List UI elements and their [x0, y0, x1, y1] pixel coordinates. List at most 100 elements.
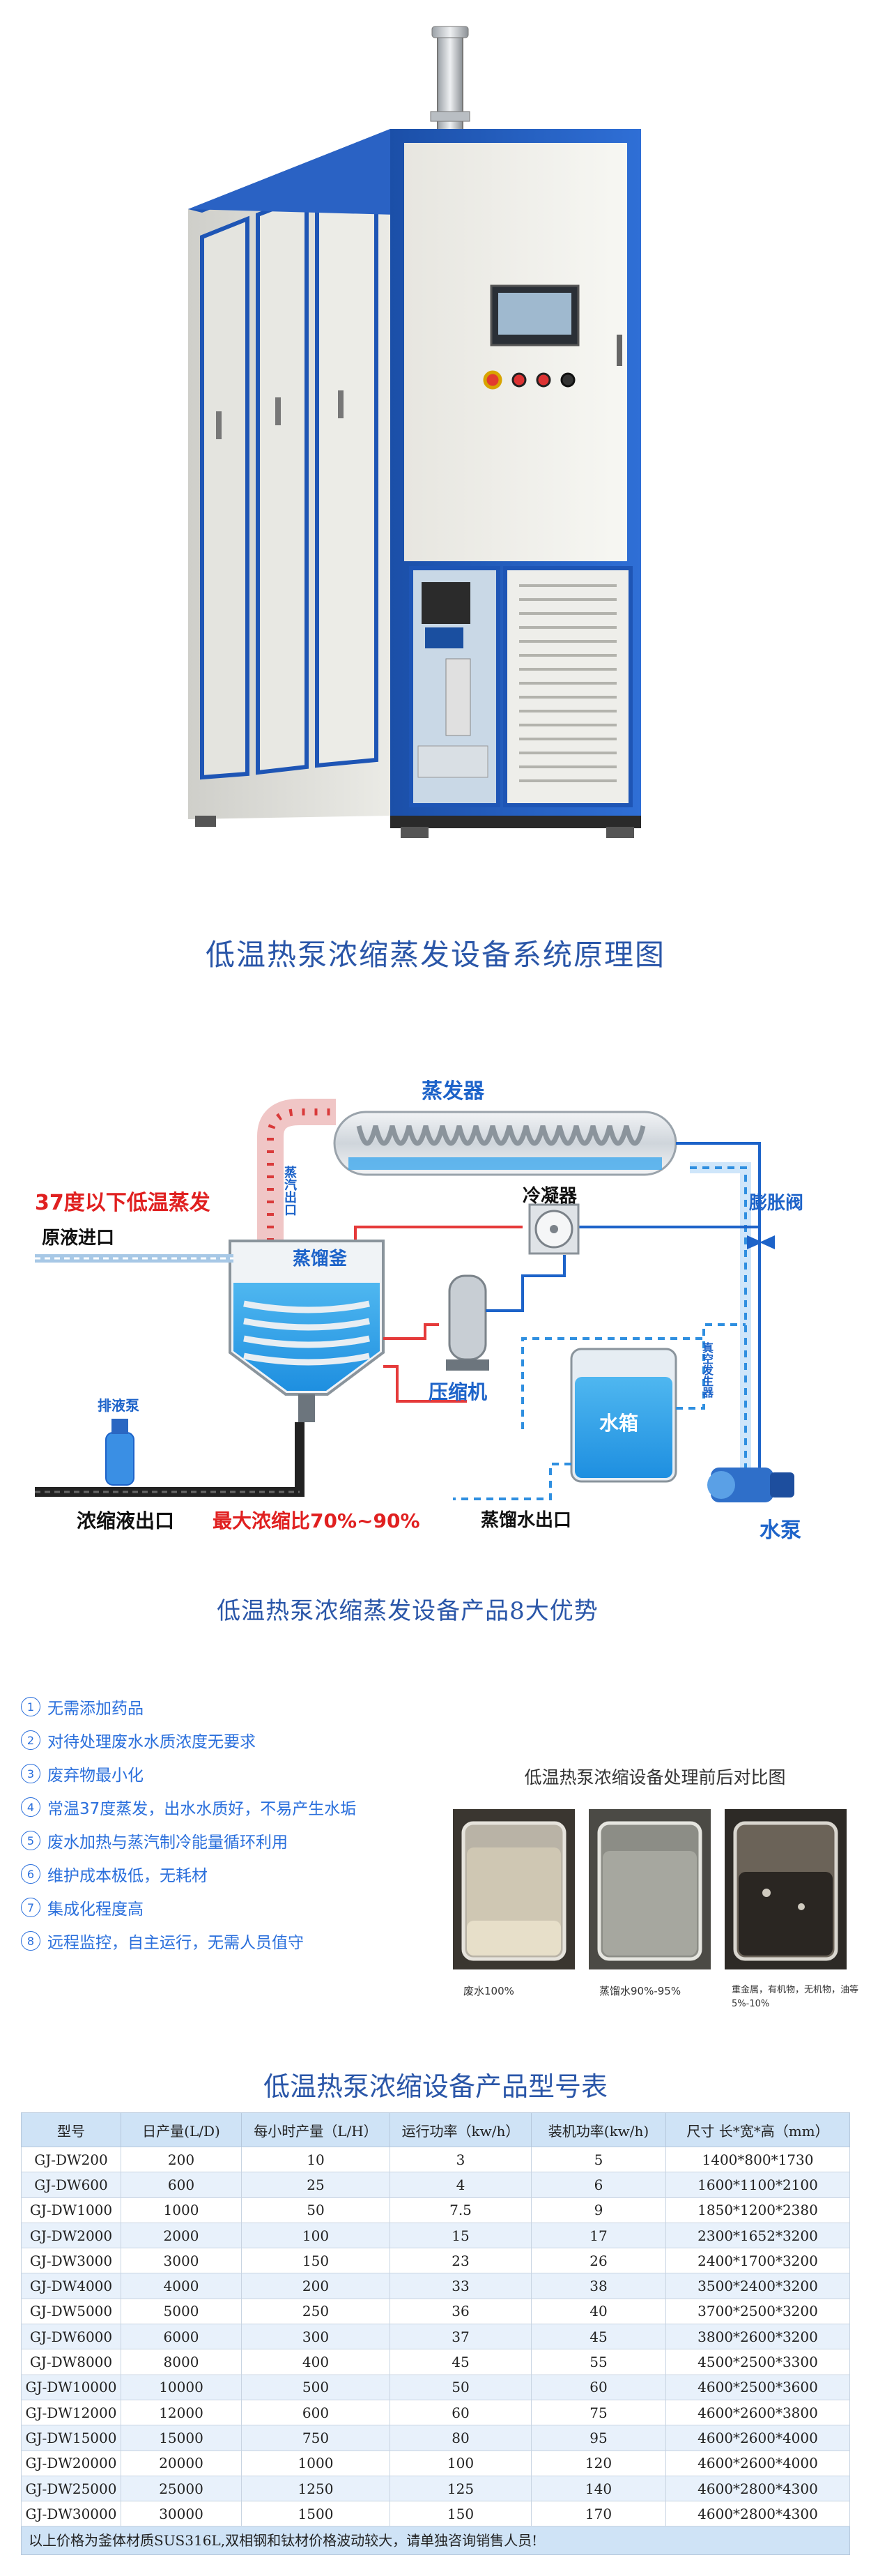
cell-hourly-output: 750: [241, 2425, 390, 2451]
label-kettle: 蒸馏釜: [293, 1249, 348, 1270]
cell-hourly-output: 1250: [241, 2475, 390, 2502]
cell-daily-output: 1000: [121, 2197, 242, 2223]
table-header-row: 型号 日产量(L/D) 每小时产量（L/H） 运行功率（kw/h） 装机功率(k…: [21, 2112, 850, 2147]
cell-daily-output: 600: [121, 2172, 242, 2198]
item-number: 7: [21, 1898, 40, 1917]
cell-running-power: 45: [390, 2349, 532, 2375]
cell-daily-output: 2000: [121, 2222, 242, 2249]
table-title: 低温热泵浓缩设备产品型号表: [263, 2071, 608, 2102]
cell-model: GJ-DW30000: [21, 2501, 121, 2527]
cell-hourly-output: 1500: [241, 2501, 390, 2527]
cell-running-power: 4: [390, 2172, 532, 2198]
cell-daily-output: 3000: [121, 2248, 242, 2274]
cell-dimensions: 4600*2800*4300: [665, 2501, 850, 2527]
cell-running-power: 33: [390, 2273, 532, 2299]
label-water-pump: 水泵: [760, 1518, 801, 1543]
header-dimensions: 尺寸 长*宽*高（mm）: [665, 2112, 850, 2147]
cell-hourly-output: 150: [241, 2248, 390, 2274]
item-text: 废弃物最小化: [47, 1767, 144, 1785]
cell-daily-output: 12000: [121, 2399, 242, 2426]
jar-residue-image: [725, 1809, 847, 1969]
cell-installed-power: 75: [531, 2399, 666, 2426]
cell-dimensions: 4600*2600*4000: [665, 2450, 850, 2476]
jar-distilled-image: [589, 1809, 711, 1969]
item-text: 废水加热与蒸汽制冷能量循环利用: [47, 1834, 288, 1852]
caption-distilled: 蒸馏水90%-95%: [599, 1985, 681, 1997]
cell-model: GJ-DW600: [21, 2172, 121, 2198]
cell-dimensions: 1400*800*1730: [665, 2146, 850, 2173]
diagram-graphics: [35, 1099, 794, 1502]
cell-running-power: 150: [390, 2501, 532, 2527]
item-number: 8: [21, 1931, 40, 1951]
system-diagram: 蒸发器 蒸汽出口 37度以下低温蒸发 膨胀阀 冷凝器 原液进口 蒸馏釜 排液泵 …: [35, 1046, 836, 1562]
cell-model: GJ-DW25000: [21, 2475, 121, 2502]
cell-installed-power: 38: [531, 2273, 666, 2299]
cell-hourly-output: 200: [241, 2273, 390, 2299]
cell-dimensions: 2300*1652*3200: [665, 2222, 850, 2249]
cell-running-power: 36: [390, 2298, 532, 2325]
header-model: 型号: [21, 2112, 121, 2147]
cell-dimensions: 2400*1700*3200: [665, 2248, 850, 2274]
label-low-temp: 37度以下低温蒸发: [35, 1191, 210, 1215]
cell-daily-output: 8000: [121, 2349, 242, 2375]
cell-running-power: 100: [390, 2450, 532, 2476]
cell-running-power: 60: [390, 2399, 532, 2426]
cell-dimensions: 4500*2500*3300: [665, 2349, 850, 2375]
cell-dimensions: 1600*1100*2100: [665, 2172, 850, 2198]
item-text: 对待处理废水水质浓度无要求: [47, 1733, 256, 1751]
cell-installed-power: 95: [531, 2425, 666, 2451]
cell-dimensions: 3700*2500*3200: [665, 2298, 850, 2325]
label-drain-pump: 排液泵: [98, 1397, 139, 1414]
cell-model: GJ-DW20000: [21, 2450, 121, 2476]
label-condenser: 冷凝器: [523, 1186, 578, 1207]
cell-model: GJ-DW4000: [21, 2273, 121, 2299]
label-concentrate-out: 浓缩液出口: [77, 1509, 175, 1532]
product-machine-illustration: [188, 26, 641, 838]
label-concentration-ratio: 最大浓缩比70%~90%: [213, 1509, 420, 1532]
comparison-title: 低温热泵浓缩设备处理前后对比图: [524, 1767, 786, 1788]
cell-dimensions: 1850*1200*2380: [665, 2197, 850, 2223]
header-installed-power: 装机功率(kw/h): [531, 2112, 666, 2147]
cell-model: GJ-DW10000: [21, 2374, 121, 2400]
cell-running-power: 23: [390, 2248, 532, 2274]
label-evaporator: 蒸发器: [422, 1079, 484, 1104]
cell-dimensions: 4600*2600*3800: [665, 2399, 850, 2426]
cell-daily-output: 4000: [121, 2273, 242, 2299]
caption-wastewater: 废水100%: [463, 1985, 514, 1997]
cell-hourly-output: 500: [241, 2374, 390, 2400]
cell-model: GJ-DW1000: [21, 2197, 121, 2223]
item-text: 远程监控，自主运行，无需人员值守: [47, 1934, 304, 1952]
cell-hourly-output: 100: [241, 2222, 390, 2249]
advantages-title: 低温热泵浓缩蒸发设备产品8大优势: [217, 1597, 599, 1625]
cell-installed-power: 55: [531, 2349, 666, 2375]
cell-installed-power: 60: [531, 2374, 666, 2400]
item-number: 2: [21, 1730, 40, 1750]
cell-installed-power: 140: [531, 2475, 666, 2502]
label-expansion-valve: 膨胀阀: [749, 1193, 804, 1214]
cell-installed-power: 5: [531, 2146, 666, 2173]
cell-hourly-output: 25: [241, 2172, 390, 2198]
cell-installed-power: 17: [531, 2222, 666, 2249]
item-text: 无需添加药品: [47, 1700, 144, 1718]
cell-model: GJ-DW200: [21, 2146, 121, 2173]
caption-residue: 重金属，有机物，无机物，油等5%-10%: [732, 1985, 859, 2009]
cell-hourly-output: 300: [241, 2324, 390, 2350]
cell-daily-output: 10000: [121, 2374, 242, 2400]
cell-daily-output: 200: [121, 2146, 242, 2173]
cell-installed-power: 26: [531, 2248, 666, 2274]
cell-daily-output: 5000: [121, 2298, 242, 2325]
